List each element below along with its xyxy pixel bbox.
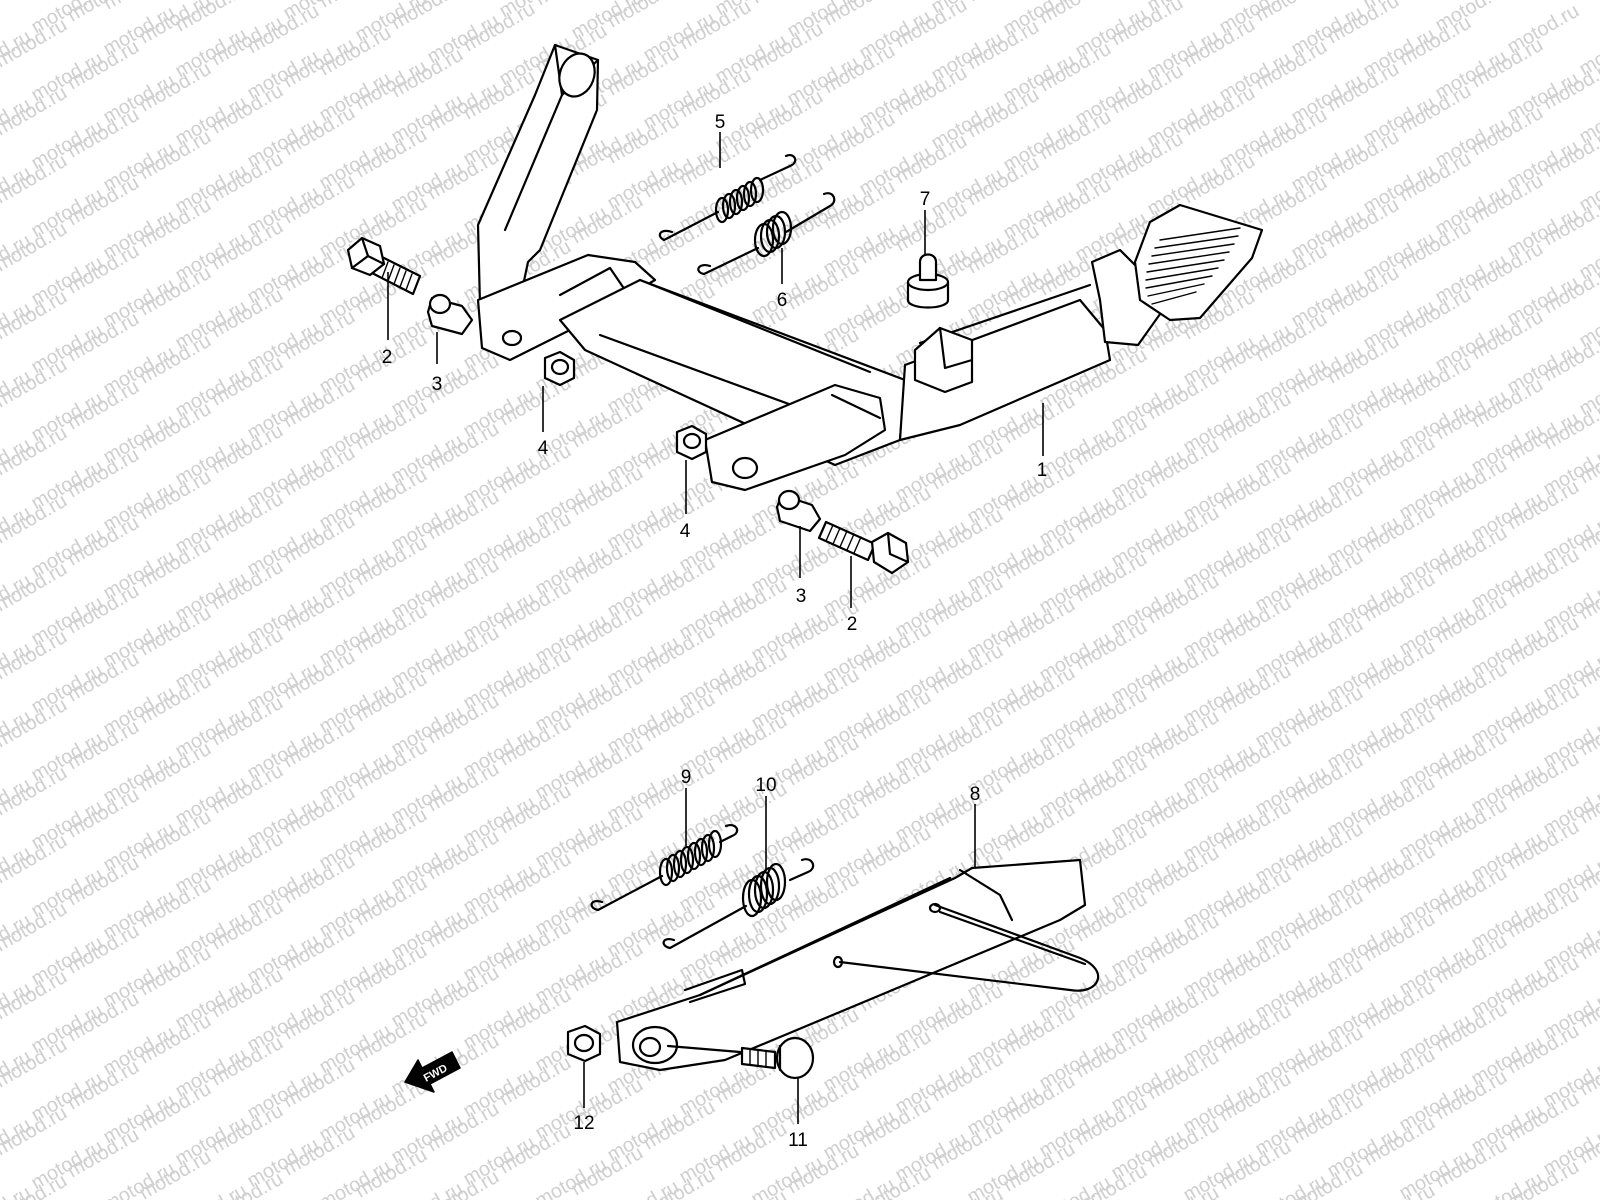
spring-5 xyxy=(658,154,797,242)
label-8: 8 xyxy=(970,784,981,805)
label-9: 9 xyxy=(681,767,692,788)
collar-left xyxy=(426,293,474,336)
nut-left xyxy=(543,350,576,387)
watermark-text: motod.ru xyxy=(1252,1170,1331,1200)
label-12: 12 xyxy=(573,1113,594,1134)
label-11: 11 xyxy=(788,1130,808,1151)
label-4b: 4 xyxy=(680,521,691,542)
spring-6 xyxy=(697,192,836,276)
watermark-text: motod.ru xyxy=(604,1176,683,1200)
nut-right xyxy=(675,424,708,461)
label-1: 1 xyxy=(1037,460,1048,481)
collar-right xyxy=(775,489,822,533)
watermark-text: motod.ru xyxy=(532,1154,611,1200)
label-5: 5 xyxy=(715,112,726,133)
label-3b: 3 xyxy=(796,586,807,607)
leader-lines xyxy=(387,132,1044,1124)
callout-labels: 1 2 2 3 3 4 4 5 6 7 8 9 10 11 12 xyxy=(382,112,1048,1151)
side-stand-nut xyxy=(566,1024,602,1063)
watermark-text: motod.ru xyxy=(1036,1172,1115,1200)
bolt-left xyxy=(346,236,422,296)
pivot-bolt xyxy=(666,1036,815,1080)
watermark-text: motod.ru xyxy=(316,1156,395,1200)
label-3a: 3 xyxy=(432,374,443,395)
watermark-text: motod.ru xyxy=(388,1178,467,1200)
spring-10 xyxy=(662,858,815,950)
label-4a: 4 xyxy=(538,438,549,459)
watermark-text: motod.ru xyxy=(100,1158,179,1200)
pedal-ribs xyxy=(1145,227,1241,305)
bolt-right xyxy=(817,520,910,575)
watermark-text: motod.ru xyxy=(964,1150,1043,1200)
label-2b: 2 xyxy=(847,614,858,635)
label-2a: 2 xyxy=(382,347,393,368)
label-10: 10 xyxy=(755,775,776,796)
center-stand xyxy=(476,43,1264,492)
spring-9 xyxy=(590,824,739,912)
watermark-text: motod.ru xyxy=(820,1174,899,1200)
watermark-text: motod.ru xyxy=(748,1152,827,1200)
side-stand xyxy=(615,858,1100,1072)
label-7: 7 xyxy=(920,189,931,210)
rubber-stopper xyxy=(906,253,950,309)
label-6: 6 xyxy=(777,290,788,311)
watermark-text: motod.ru xyxy=(1576,1178,1600,1200)
